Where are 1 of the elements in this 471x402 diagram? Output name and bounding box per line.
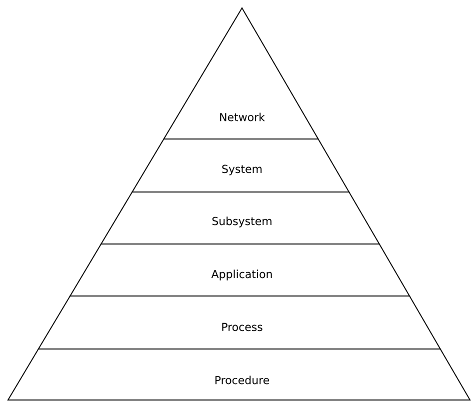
pyramid-band: Process bbox=[38, 296, 442, 350]
